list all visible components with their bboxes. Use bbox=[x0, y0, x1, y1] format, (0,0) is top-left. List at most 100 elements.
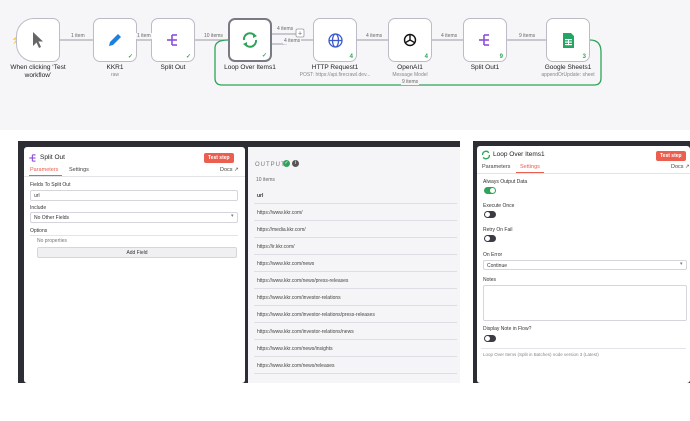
display-note-label: Display Note in Flow? bbox=[483, 326, 532, 332]
docs-link[interactable]: Docs ↗ bbox=[220, 167, 239, 173]
edge-label: 9 items bbox=[401, 79, 420, 85]
table-row: https://ir.kkr.com/ bbox=[254, 238, 457, 255]
output-panel bbox=[248, 147, 460, 383]
node-gsheets[interactable]: 3 bbox=[546, 18, 590, 62]
display-note-toggle[interactable] bbox=[484, 335, 496, 342]
table-row: https://www.kkr.com/investor-relations bbox=[254, 289, 457, 306]
table-row: https://www.kkr.com/ bbox=[254, 204, 457, 221]
active-tab-indicator bbox=[29, 175, 62, 176]
tab-settings[interactable]: Settings bbox=[520, 164, 540, 170]
sheets-icon bbox=[562, 32, 574, 48]
edge-label: 4 items bbox=[283, 38, 302, 44]
split-icon bbox=[29, 154, 36, 162]
tab-parameters[interactable]: Parameters bbox=[30, 167, 59, 173]
success-check-icon: ✓ bbox=[127, 54, 133, 60]
node-subtitle-kkr1: raw bbox=[110, 72, 120, 78]
node-version-footer: Loop Over Items (Split in Batches) node … bbox=[483, 352, 599, 357]
table-row: https://www.kkr.com/investor-relations/n… bbox=[254, 323, 457, 340]
output-table-header: url bbox=[254, 187, 457, 204]
node-title-loop: Loop Over Items1 bbox=[224, 64, 276, 71]
node-title-split-out1: Split Out1 bbox=[470, 64, 500, 71]
table-row: https://www.kkr.com/news/releases bbox=[254, 357, 457, 374]
run-count-badge: 4 bbox=[349, 54, 353, 60]
edge-label: 9 items bbox=[518, 33, 537, 39]
connection-loop-back bbox=[214, 39, 602, 86]
table-row: https://www.kkr.com/investor-relations/p… bbox=[254, 306, 457, 323]
edge-label: 4 items bbox=[365, 33, 384, 39]
run-count-badge: 3 bbox=[582, 54, 586, 60]
footer-divider bbox=[481, 348, 686, 349]
output-heading: OUTPUT bbox=[255, 162, 286, 168]
openai-icon bbox=[403, 33, 417, 47]
fields-to-split-input[interactable]: url bbox=[30, 190, 238, 201]
execute-once-label: Execute Once bbox=[483, 203, 515, 209]
loop-icon bbox=[482, 150, 490, 160]
table-row: https://www.kkr.com/news bbox=[254, 255, 457, 272]
add-field-button[interactable]: Add Field bbox=[37, 247, 237, 258]
table-row: https://media.kkr.com/ bbox=[254, 221, 457, 238]
edge-label: 10 items bbox=[203, 33, 224, 39]
retry-toggle[interactable] bbox=[484, 235, 496, 242]
node-http[interactable]: 4 bbox=[313, 18, 357, 62]
success-check-icon: ✓ bbox=[261, 53, 267, 59]
svg-text:+: + bbox=[298, 31, 302, 38]
always-output-toggle[interactable] bbox=[484, 187, 496, 194]
panel-title: Loop Over Items1 bbox=[493, 151, 545, 158]
add-field-label: Add Field bbox=[126, 250, 148, 256]
docs-link[interactable]: Docs ↗ bbox=[671, 164, 690, 170]
node-title-gsheets: Google Sheets1 bbox=[544, 64, 592, 71]
chevron-down-icon: ▾ bbox=[231, 213, 234, 219]
column-header-url: url bbox=[257, 193, 264, 199]
success-check-icon: ✓ bbox=[283, 160, 290, 167]
info-icon[interactable]: i bbox=[292, 160, 299, 167]
tab-settings[interactable]: Settings bbox=[69, 167, 89, 173]
node-loop[interactable]: ✓ bbox=[228, 18, 272, 62]
fields-label: Fields To Split Out bbox=[30, 182, 71, 188]
notes-label: Notes bbox=[483, 277, 497, 283]
table-row: https://www.kkr.com/news/insights bbox=[254, 340, 457, 357]
node-kkr1[interactable]: ✓ bbox=[93, 18, 137, 62]
edge-label: 1 item bbox=[70, 33, 86, 39]
node-title-kkr1: KKR1 bbox=[106, 64, 124, 71]
run-count-badge: 4 bbox=[424, 54, 428, 60]
include-label: Include bbox=[30, 205, 47, 211]
node-title-openai: OpenAI1 bbox=[397, 64, 423, 71]
add-node-plus bbox=[295, 28, 305, 38]
edge-label: 1 item bbox=[136, 33, 152, 39]
workflow-canvas[interactable]: + ⚡ ✓ ✓ ✓ 4 4 9 3 When clicking ‘Testwor… bbox=[0, 0, 690, 130]
execute-once-toggle[interactable] bbox=[484, 211, 496, 218]
tabs-divider bbox=[477, 173, 690, 174]
test-step-button[interactable]: Test step bbox=[204, 153, 234, 163]
retry-label: Retry On Fail bbox=[483, 227, 513, 233]
table-row: https://www.kkr.com/news/press-releases bbox=[254, 272, 457, 289]
globe-icon bbox=[327, 32, 343, 48]
tab-parameters[interactable]: Parameters bbox=[482, 164, 511, 170]
options-label: Options bbox=[30, 228, 48, 234]
panel-title: Split Out bbox=[40, 154, 65, 161]
node-title-split-out: Split Out bbox=[160, 64, 186, 71]
pencil-icon bbox=[109, 34, 121, 46]
active-tab-indicator bbox=[516, 172, 544, 173]
node-title-http: HTTP Request1 bbox=[311, 64, 359, 71]
success-check-icon: ✓ bbox=[185, 54, 191, 60]
options-divider bbox=[30, 235, 238, 236]
node-subtitle-http: POST: https://api.firecrawl.dev... bbox=[299, 72, 371, 78]
split-icon bbox=[167, 34, 177, 46]
item-count: 10 items bbox=[256, 177, 275, 183]
split-icon bbox=[479, 34, 489, 46]
node-split-out[interactable]: ✓ bbox=[151, 18, 195, 62]
edge-label: 4 items bbox=[276, 26, 295, 32]
on-error-select[interactable]: Continue bbox=[483, 260, 687, 270]
node-trigger[interactable] bbox=[16, 18, 60, 62]
node-split-out1[interactable]: 9 bbox=[463, 18, 507, 62]
include-select[interactable]: No Other Fields bbox=[30, 212, 238, 223]
split-out-parameters-panel bbox=[24, 147, 245, 383]
always-output-label: Always Output Data bbox=[483, 179, 528, 185]
on-error-label: On Error bbox=[483, 252, 503, 258]
node-subtitle-gsheets: appendOrUpdate: sheet bbox=[541, 72, 595, 78]
tabs-divider bbox=[24, 176, 245, 177]
node-openai[interactable]: 4 bbox=[388, 18, 432, 62]
test-step-button[interactable]: Test step bbox=[656, 151, 686, 161]
notes-textarea[interactable] bbox=[483, 285, 687, 321]
